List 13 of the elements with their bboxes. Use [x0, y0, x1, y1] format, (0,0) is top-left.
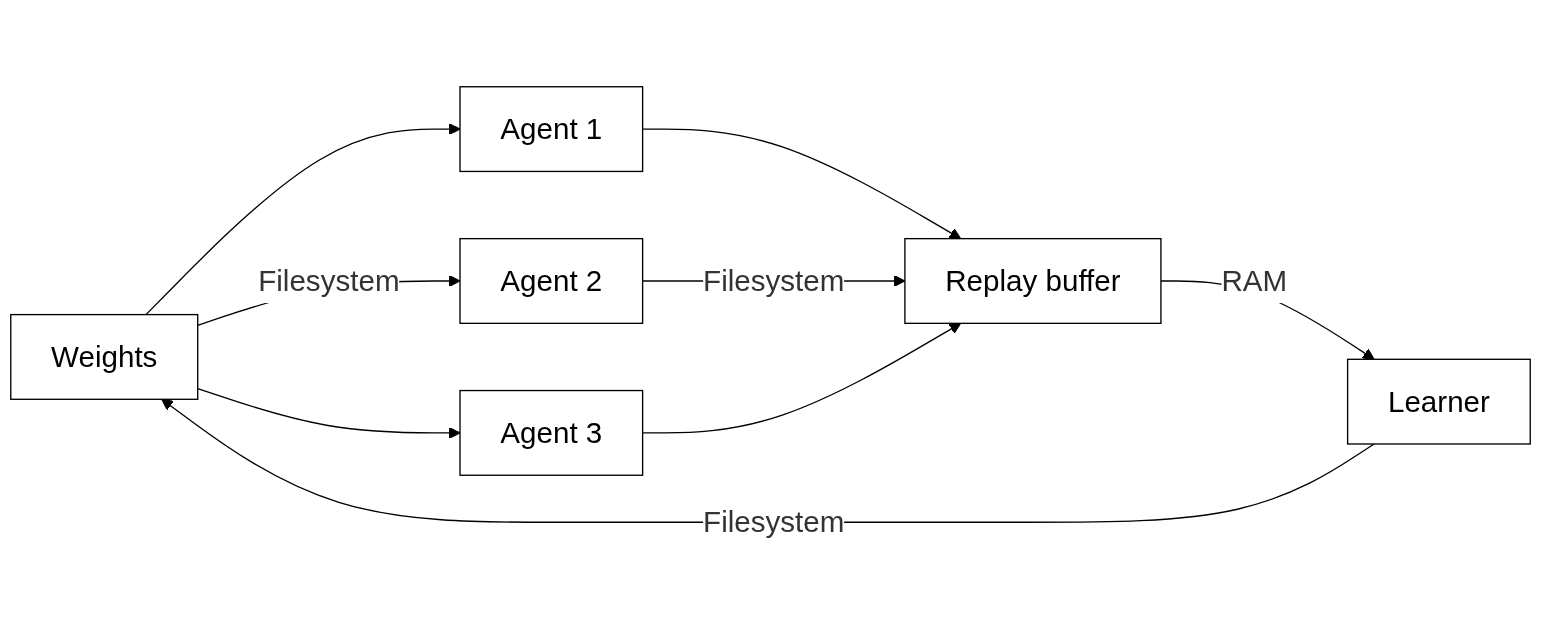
- node-box: Weights: [10, 314, 199, 401]
- arrow: [161, 399, 1375, 524]
- edge-label: Filesystem: [703, 505, 845, 540]
- node-box: Agent 2: [459, 238, 644, 325]
- node-box: Agent 3: [459, 390, 644, 477]
- edge-label: RAM: [1221, 264, 1288, 299]
- edge-label: Filesystem: [258, 264, 400, 299]
- node-box: Replay buffer: [904, 238, 1162, 325]
- arrow: [145, 123, 461, 316]
- node-box: Learner: [1346, 359, 1531, 446]
- edge-label: Filesystem: [703, 264, 845, 299]
- arrow: [197, 388, 461, 440]
- node-box: Agent 1: [459, 86, 644, 173]
